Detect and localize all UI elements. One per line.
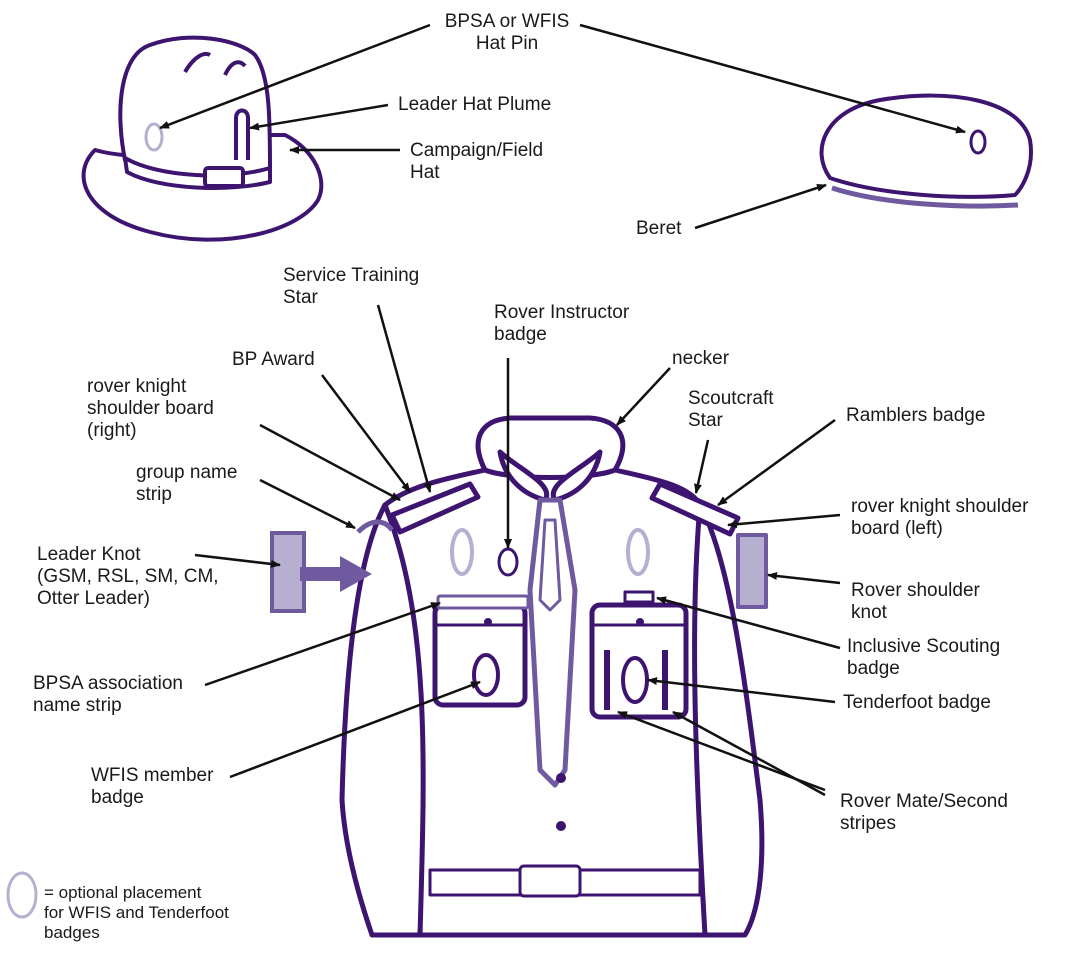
label-leader-knot: Leader Knot (GSM, RSL, SM, CM, Otter Lea…	[37, 544, 219, 610]
label-inclusive: Inclusive Scouting badge	[847, 636, 1000, 680]
label-mate-stripes: Rover Mate/Second stripes	[840, 791, 1008, 835]
label-rover-instructor: Rover Instructor badge	[494, 302, 629, 346]
label-campaign-hat: Campaign/Field Hat	[410, 140, 543, 184]
label-shoulder-board-left: rover knight shoulder board (left)	[851, 496, 1028, 540]
label-scoutcraft-star: Scoutcraft Star	[688, 388, 774, 432]
label-shoulder-board-right: rover knight shoulder board (right)	[87, 376, 214, 442]
label-beret: Beret	[636, 218, 681, 240]
label-bp-award: BP Award	[232, 349, 315, 371]
label-necker: necker	[672, 348, 729, 370]
label-group-strip: group name strip	[136, 462, 237, 506]
optional-placement-oval-icon	[8, 873, 36, 917]
label-hat-pin: BPSA or WFIS Hat Pin	[432, 11, 582, 55]
legend-text: = optional placement for WFIS and Tender…	[44, 883, 229, 943]
label-leader-hat-plume: Leader Hat Plume	[398, 94, 551, 116]
campaign-hat	[84, 38, 322, 240]
label-tenderfoot: Tenderfoot badge	[843, 692, 991, 714]
beret	[822, 96, 1031, 206]
label-association-strip: BPSA association name strip	[33, 673, 183, 717]
label-service-star: Service Training Star	[283, 265, 419, 309]
label-rover-knot: Rover shoulder knot	[851, 580, 980, 624]
label-wfis-member: WFIS member badge	[91, 765, 213, 809]
label-ramblers: Ramblers badge	[846, 405, 985, 427]
shirt	[342, 418, 766, 935]
